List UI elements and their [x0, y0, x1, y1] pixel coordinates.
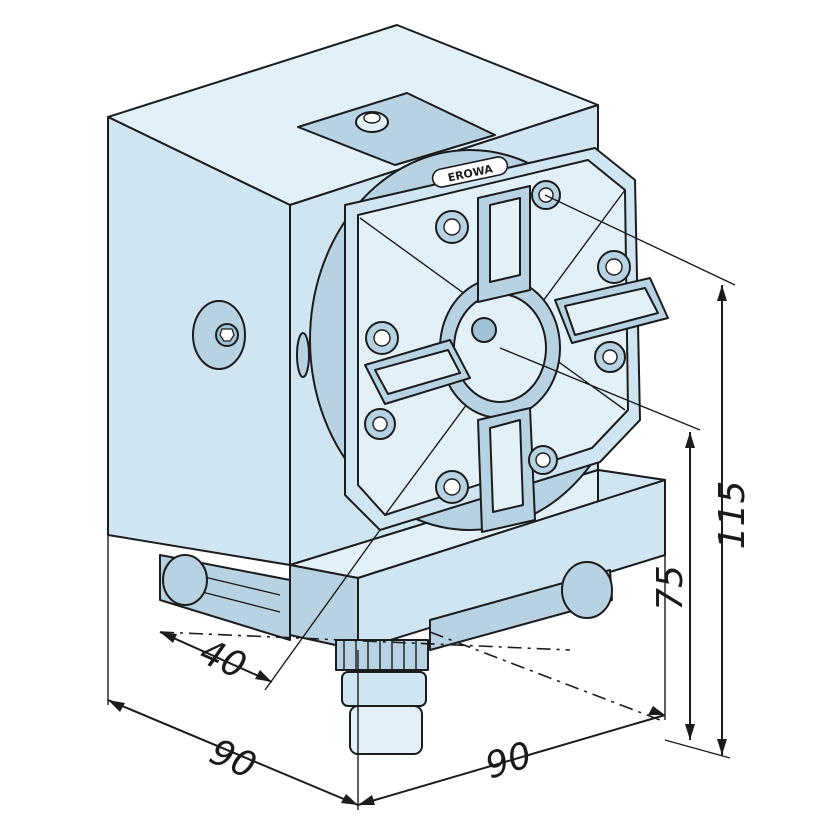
jaw-left-insert	[374, 349, 461, 395]
hex-socket-icon	[219, 328, 235, 342]
center-hole-icon	[471, 317, 497, 343]
dim-label-115: 115	[712, 481, 753, 550]
spigot-body	[341, 671, 427, 707]
side-nub	[296, 332, 310, 378]
dim-line-90-right	[357, 714, 666, 806]
spigot-tip	[349, 705, 423, 755]
dim-label-90-right: 90	[481, 735, 537, 788]
bolt-socket	[373, 329, 391, 347]
top-pin-head	[363, 112, 381, 124]
bolt-socket	[372, 416, 388, 432]
extension-line-75-top	[499, 347, 701, 431]
dim-label-75: 75	[650, 565, 691, 611]
depth-center-line	[159, 631, 571, 651]
foot-right	[561, 561, 613, 619]
top-recess	[297, 92, 496, 166]
bolt-socket	[535, 452, 551, 468]
jaw-bottom-insert	[489, 419, 524, 513]
foot-left	[162, 554, 208, 606]
dim-arrows-40	[160, 632, 272, 682]
dim-label-40: 40	[193, 631, 252, 687]
spigot-center-line	[429, 631, 661, 721]
dim-label-90-left: 90	[203, 731, 262, 787]
bolt-socket	[602, 349, 618, 365]
logo-plate: EROWA	[431, 156, 509, 188]
bolt-socket	[605, 258, 623, 276]
bolt-socket	[443, 218, 461, 236]
bolt-icons	[364, 180, 631, 504]
spigot-knurl	[343, 640, 417, 670]
extension-line-40	[264, 529, 381, 691]
extension-line-115-top	[544, 194, 736, 286]
bolt-socket	[443, 478, 461, 496]
extension-line-115-bottom	[664, 739, 731, 759]
spigot-collar	[335, 639, 429, 671]
jaw-top-insert	[489, 197, 521, 283]
dim-line-40	[159, 631, 273, 683]
dim-line-90-left	[107, 699, 359, 806]
jaw-right-insert	[564, 287, 659, 336]
